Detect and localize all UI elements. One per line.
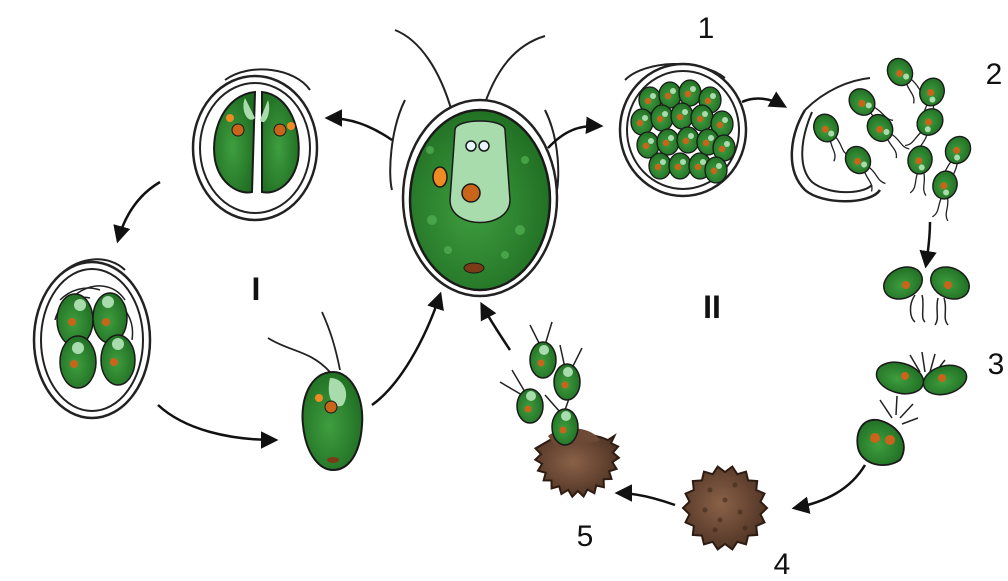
- free-gamete: [925, 168, 961, 221]
- arrow-germination-to-adult: [482, 305, 510, 350]
- germinating-zygote: [500, 322, 619, 497]
- adult-flagellum-left: [395, 30, 452, 112]
- packed-gamete: [669, 153, 691, 179]
- packed-gamete: [651, 105, 673, 131]
- free-gamete: [841, 142, 886, 196]
- adult-nucleus: [462, 184, 480, 202]
- adult-eyespot: [433, 167, 447, 187]
- adult-pyrenoid: [464, 263, 484, 273]
- zygote-forming: [857, 396, 918, 465]
- packed-gamete: [657, 129, 679, 155]
- packed-gamete: [631, 109, 653, 135]
- packed-gamete: [705, 157, 727, 183]
- arrow-gametangium-to-gametes: [742, 99, 784, 106]
- packed-gamete: [677, 127, 699, 153]
- sporangium-four-zoospores: [34, 259, 150, 418]
- germinated-cells: [500, 322, 582, 445]
- asexual-cycle-label: I: [252, 271, 261, 307]
- released-gametes: [792, 54, 976, 221]
- adult-cell: [390, 30, 558, 296]
- gamete-fusion: [857, 261, 974, 465]
- arrow-zygospore-to-germination: [618, 493, 675, 505]
- sporangium-two-cells: [193, 69, 317, 220]
- packed-gamete: [691, 105, 713, 131]
- stage-number-2: 2: [986, 58, 1003, 91]
- stage-number-1: 1: [698, 12, 715, 45]
- arrow-adult-to-sporangium: [328, 118, 392, 140]
- arrow-zoospore-to-adult: [372, 295, 440, 405]
- arrow-sporangium-to-four: [118, 182, 160, 240]
- stage-number-3: 3: [988, 348, 1005, 381]
- gametangium: [620, 64, 746, 196]
- gamete-pair-approach: [879, 261, 975, 325]
- sexual-cycle-label: II: [703, 289, 721, 325]
- arrow-gametes-to-pairing: [926, 222, 930, 265]
- arrow-fusion-to-zygospore: [795, 465, 865, 508]
- stage-number-4: 4: [774, 548, 791, 581]
- gamete-pair-fusing: [873, 352, 970, 399]
- packed-gamete: [679, 80, 701, 106]
- zoospore: [268, 312, 362, 470]
- free-gamete: [810, 111, 849, 164]
- packed-gamete: [649, 153, 671, 179]
- arrow-four-to-zoospore: [158, 405, 275, 440]
- free-gamete: [902, 144, 934, 195]
- packed-gamete: [671, 103, 693, 129]
- free-gametes: [810, 54, 975, 221]
- stage-number-5: 5: [577, 520, 594, 553]
- resting-zygospore: [683, 467, 767, 550]
